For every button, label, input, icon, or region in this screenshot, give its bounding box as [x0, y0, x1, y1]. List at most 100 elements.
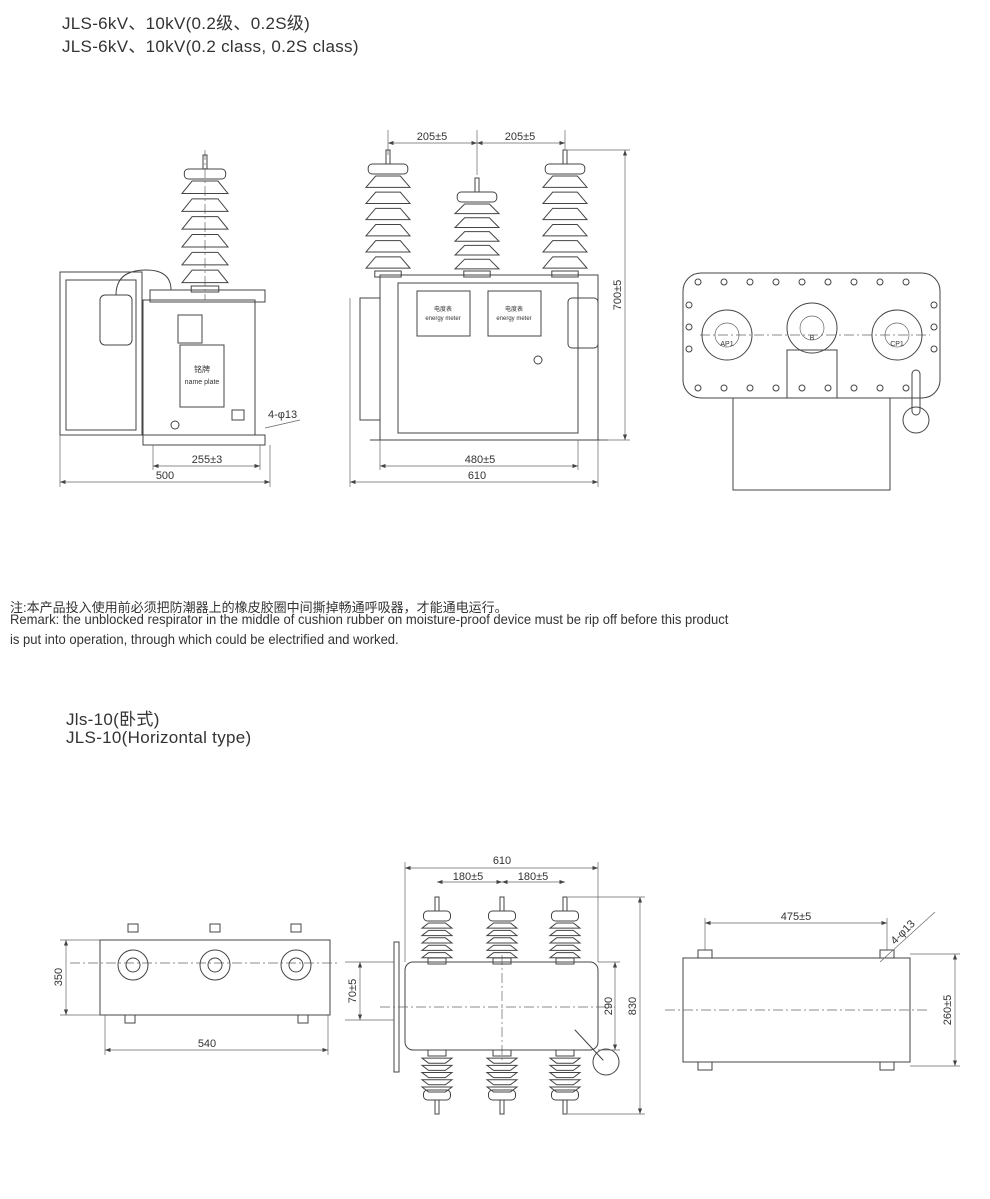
bolt — [694, 278, 702, 286]
ground-bolt-icon — [170, 420, 180, 430]
mounting-foot — [879, 1061, 895, 1071]
insulator-cap — [456, 191, 498, 203]
bolt — [876, 278, 884, 286]
insulator-shed — [541, 240, 589, 253]
insulator-shed — [420, 1086, 454, 1093]
insulator-base — [427, 957, 447, 965]
insulator-base — [190, 285, 220, 293]
dim-total-label: 610 — [493, 855, 511, 867]
section2-title-en: JLS-10(Horizontal type) — [66, 728, 252, 747]
side-enclosure-box — [59, 271, 143, 436]
terminal-stud — [499, 896, 505, 912]
insulator-base — [492, 957, 512, 965]
insulator-shed — [541, 224, 589, 237]
phase-b-label: B — [810, 335, 815, 342]
insulator-shed — [420, 1064, 454, 1071]
dim-width-label: 540 — [198, 1038, 216, 1050]
front-door — [397, 282, 579, 434]
insulator-shed — [420, 1072, 454, 1079]
top-lower-box — [732, 397, 891, 491]
handle — [911, 369, 921, 416]
insulator-shed — [364, 256, 412, 269]
terminal-stud — [562, 896, 568, 912]
horizontal-body — [99, 939, 331, 1016]
handle-flange — [902, 406, 930, 434]
dim-base-label: 255±3 — [192, 454, 223, 466]
insulator-shed — [548, 1057, 582, 1064]
insulator-shed — [364, 175, 412, 188]
leader-line — [264, 419, 301, 429]
insulator-shed — [485, 944, 519, 951]
insulator-cap — [367, 163, 409, 175]
bolt — [850, 384, 858, 392]
dim-inner-label: 480±5 — [465, 454, 496, 466]
section2-title-cn: Jls-10(卧式) — [66, 710, 160, 729]
bolt — [902, 384, 910, 392]
phase-a-label: AP1 — [720, 341, 733, 348]
bolt — [720, 384, 728, 392]
insulator-shed — [420, 1079, 454, 1086]
dim-spacing-right-label: 205±5 — [505, 131, 536, 143]
insulator-cap — [544, 163, 586, 175]
nameplate — [179, 344, 225, 408]
horizontal-front-body — [404, 961, 599, 1051]
bolt — [694, 384, 702, 392]
insulator-shed — [420, 944, 454, 951]
insulator-base — [551, 270, 579, 278]
insulator-cap — [488, 910, 516, 922]
insulator-shed — [548, 922, 582, 929]
terminal-stud — [562, 1099, 568, 1115]
insulator-shed — [453, 217, 501, 228]
bolt — [850, 278, 858, 286]
insulator-shed — [180, 251, 230, 266]
lifting-lug — [209, 923, 221, 933]
bolt — [685, 301, 693, 309]
bushing-flange — [199, 949, 231, 981]
leader-line — [879, 911, 936, 963]
bolt — [930, 345, 938, 353]
dim-spacing-right-label: 180±5 — [518, 871, 549, 883]
insulator-shed — [420, 922, 454, 929]
front-side-plate-left — [359, 297, 381, 421]
insulator-shed — [180, 198, 230, 212]
door-lock-icon — [533, 355, 543, 365]
phase-a-terminal — [714, 322, 740, 348]
front-insulators — [364, 149, 589, 278]
insulator-shed — [420, 929, 454, 937]
insulator-base — [463, 270, 491, 278]
bolt — [902, 278, 910, 286]
insulator-base — [555, 957, 575, 965]
phase-b-terminal — [799, 315, 825, 341]
insulator-shed — [541, 175, 589, 188]
insulator-shed — [548, 937, 582, 944]
bolt — [685, 323, 693, 331]
energy-meter-window-right — [487, 290, 542, 337]
dim-spacing-left-label: 180±5 — [453, 871, 484, 883]
insulator-shed — [485, 922, 519, 929]
phase-a-bushing — [701, 309, 753, 361]
nameplate-label-en: name plate — [185, 379, 220, 386]
side-insulator — [180, 154, 230, 293]
foot — [297, 1014, 309, 1024]
dim-height-label: 260±5 — [942, 995, 954, 1026]
insulator-shed — [420, 952, 454, 959]
insulator-shed — [485, 1079, 519, 1086]
insulator-shed — [180, 269, 230, 284]
bolt — [746, 278, 754, 286]
insulator-shed — [485, 1072, 519, 1079]
insulator-shed — [453, 258, 501, 270]
foot — [124, 1014, 136, 1024]
dim-spacing-left-label: 205±5 — [417, 131, 448, 143]
insulator-shed — [548, 952, 582, 959]
handle — [574, 1029, 604, 1061]
dim-holes-label: 4-φ13 — [889, 918, 918, 947]
dim-offset-label: 70±5 — [347, 979, 359, 1003]
insulator-shed — [485, 1086, 519, 1093]
insulator-shed — [180, 216, 230, 230]
insulator-shed — [485, 929, 519, 937]
moisture-proof-device — [99, 294, 133, 346]
meter-label-en: energy meter — [496, 316, 531, 322]
dim-height-label: 830 — [627, 997, 639, 1015]
bolt — [720, 278, 728, 286]
side-window — [177, 314, 203, 344]
